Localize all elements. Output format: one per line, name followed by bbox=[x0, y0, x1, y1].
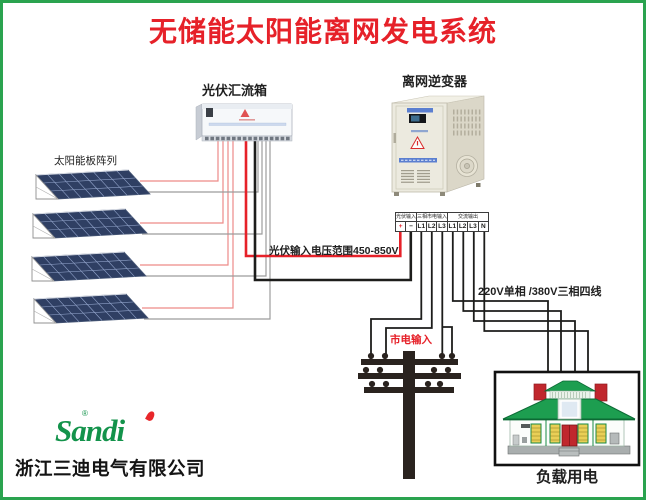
house-windows bbox=[530, 423, 607, 444]
side-vent-slots bbox=[453, 109, 481, 136]
terminal-group-pv-input: 光伏输入 bbox=[396, 214, 416, 221]
solar-array-2 bbox=[32, 208, 148, 239]
inverter-label: 离网逆变器 bbox=[402, 74, 468, 89]
solar-panel-arrays bbox=[31, 169, 151, 324]
chimney-left bbox=[533, 383, 547, 401]
inverter-top-label bbox=[407, 108, 433, 113]
grid-input-label: 市电输入 bbox=[390, 334, 432, 346]
inverter-terminal-strip: 光伏输入 三相市电输入 交流输出 + − L1 L2 L3 L1 L2 L3 N bbox=[395, 212, 489, 232]
dormer-window bbox=[560, 400, 579, 419]
load-label: 负载用电 bbox=[535, 469, 598, 486]
terminal-out-l3: L3 bbox=[467, 221, 477, 231]
solar-array-label: 太阳能板阵列 bbox=[54, 155, 117, 167]
terminal-group-grid-input: 三相市电输入 bbox=[416, 213, 447, 221]
combiner-box-label: 光伏汇流箱 bbox=[202, 83, 268, 98]
page-title: 无储能太阳能离网发电系统 bbox=[148, 16, 497, 47]
chimney-right bbox=[594, 383, 608, 402]
ac-output-spec-label: 220V单相 /380V三相四线 bbox=[478, 286, 602, 298]
solar-array-1 bbox=[35, 169, 151, 200]
pole-insulators bbox=[362, 352, 456, 388]
registered-mark: ® bbox=[82, 409, 88, 418]
door-hinge bbox=[393, 133, 396, 143]
combiner-logo-mark bbox=[240, 109, 250, 117]
utility-pole bbox=[358, 351, 461, 479]
grid-input-wires bbox=[370, 229, 453, 356]
terminal-grid-l1: L1 bbox=[415, 221, 426, 231]
company-name: 浙江三迪电气有限公司 bbox=[15, 458, 206, 479]
sandi-logo: ® Sandi bbox=[55, 409, 175, 455]
inverter-model-text bbox=[411, 130, 428, 133]
solar-array-3 bbox=[31, 251, 147, 282]
terminal-out-l2: L2 bbox=[456, 221, 467, 231]
terminal-grid-l3: L3 bbox=[436, 221, 446, 231]
logo-text: Sandi bbox=[55, 413, 125, 448]
load-house bbox=[493, 370, 641, 467]
terminal-out-l1: L1 bbox=[446, 221, 457, 231]
pv-string-wires bbox=[140, 141, 271, 320]
terminal-group-ac-output: 交流输出 bbox=[447, 213, 488, 221]
terminal-minus: − bbox=[405, 221, 415, 231]
terminal-plus: + bbox=[398, 222, 403, 230]
dc-bus-wires bbox=[244, 139, 413, 282]
pv-voltage-range-label: 光伏输入电压范围450-850V bbox=[269, 245, 399, 257]
inverter-cabinet bbox=[391, 95, 485, 196]
combiner-box bbox=[195, 103, 293, 142]
diagram-canvas bbox=[31, 95, 641, 479]
ac-output-wires bbox=[451, 229, 589, 374]
terminal-grid-l2: L2 bbox=[425, 221, 436, 231]
combiner-label-sticker bbox=[206, 108, 213, 117]
terminal-out-n: N bbox=[477, 221, 488, 231]
solar-array-4 bbox=[33, 293, 149, 324]
